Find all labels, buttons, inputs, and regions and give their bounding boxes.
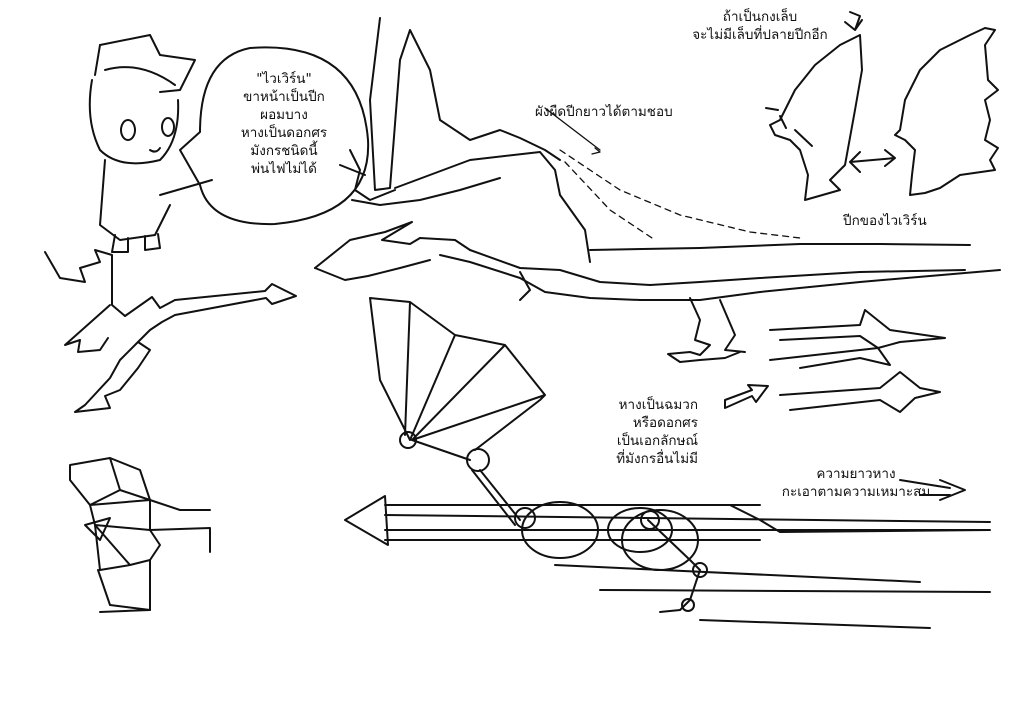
skeleton-diagram <box>344 297 991 629</box>
tail-arrows <box>724 309 946 413</box>
bat-wing-note-line: จะไม่มีเล็บที่ปลายปีกอีก <box>692 27 828 43</box>
tail-length-note: ความยาวหาง กะเอาตามความเหมาะสม <box>756 465 956 501</box>
wing-comparison <box>765 11 999 201</box>
wing-frame-diagram <box>69 457 211 613</box>
speech-bubble <box>179 46 370 226</box>
bat-wing-note: ถ้าเป็นกงเล็บ จะไม่มีเล็บที่ปลายปีกอีก <box>670 8 850 44</box>
tail-shape-note-line: หางเป็นฉมวก <box>618 397 698 413</box>
bubble-line: ขาหน้าเป็นปีก <box>243 89 325 105</box>
tail-length-note-line: กะเอาตามความเหมาะสม <box>781 484 931 500</box>
bubble-line: พ่นไฟไม่ได้ <box>251 161 317 177</box>
tail-length-note-line: ความยาวหาง <box>816 466 896 482</box>
speech-bubble-text: "ไวเวิร์น" ขาหน้าเป็นปีก ผอมบาง หางเป็นด… <box>214 70 354 178</box>
bubble-line: หางเป็นดอกศร <box>240 125 328 141</box>
tail-shape-note-line: หรือดอกศร <box>632 415 698 431</box>
bubble-line: มังกรชนิดนี้ <box>250 143 318 159</box>
wyvern-wing-label: ปีกของไวเวิร์น <box>843 213 927 229</box>
bat-wing-note-line: ถ้าเป็นกงเล็บ <box>722 9 798 25</box>
bubble-line: "ไวเวิร์น" <box>256 71 312 87</box>
tail-shape-note-line: ที่มังกรอื่นไม่มี <box>616 451 698 467</box>
wyvern-top-view <box>44 249 297 413</box>
wyvern-side-view <box>314 17 1001 363</box>
tail-shape-note-line: เป็นเอกลักษณ์ <box>616 433 698 449</box>
chibi-character <box>88 34 213 253</box>
tail-shape-note: หางเป็นฉมวก หรือดอกศร เป็นเอกลักษณ์ ที่ม… <box>580 396 698 468</box>
bubble-line: ผอมบาง <box>260 107 308 123</box>
webbing-note: ผังผืดปีกยาวได้ตามชอบ <box>535 104 673 120</box>
